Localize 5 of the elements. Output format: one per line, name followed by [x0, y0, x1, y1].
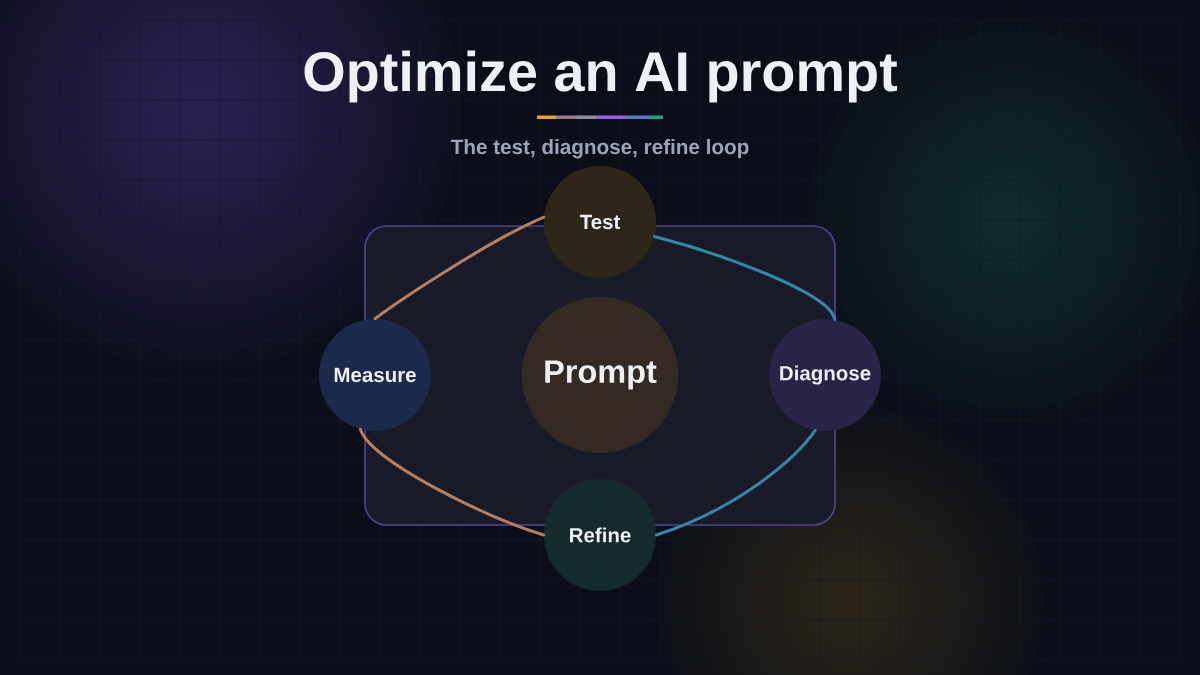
- connector-arc: [652, 235, 837, 321]
- connector-arc: [358, 427, 546, 537]
- connector-arc: [654, 428, 817, 537]
- connector-arc: [373, 215, 546, 321]
- title: Optimize an AI prompt: [304, 50, 898, 103]
